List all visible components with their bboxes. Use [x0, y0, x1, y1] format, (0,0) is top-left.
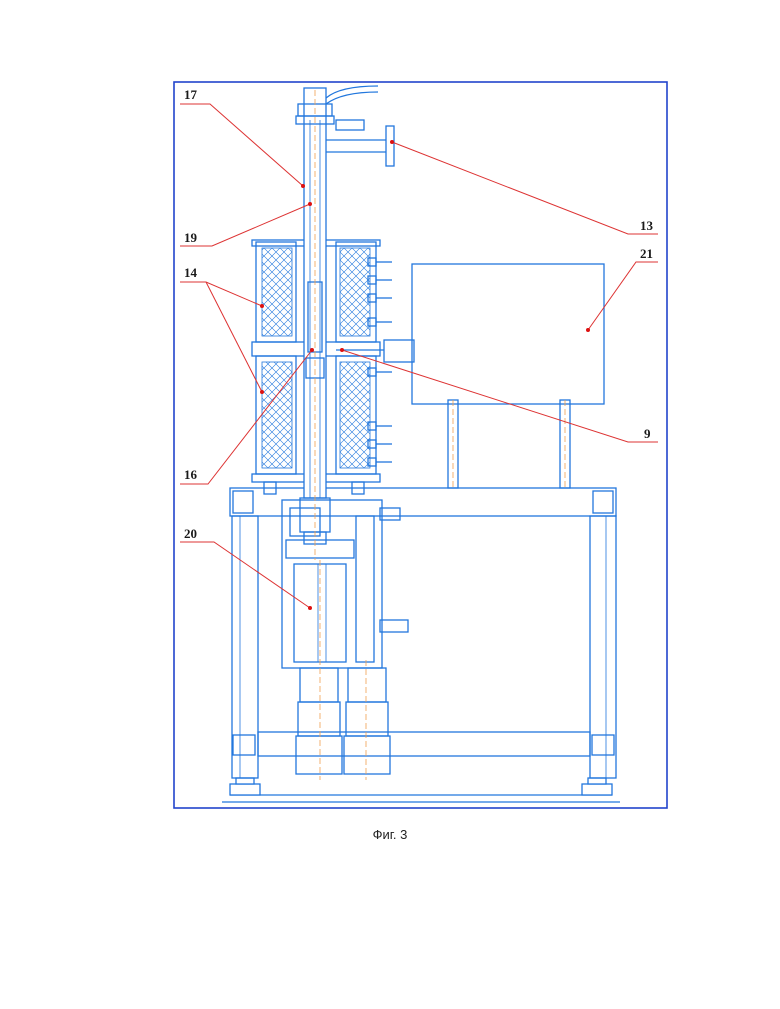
label-16: 16 — [184, 467, 198, 482]
base — [222, 778, 620, 802]
label-21: 21 — [640, 246, 653, 261]
support-frame — [230, 488, 616, 778]
figure-caption: Фиг. 3 — [0, 827, 780, 842]
label-9: 9 — [644, 426, 651, 441]
drawing-frame — [174, 82, 667, 808]
label-13: 13 — [640, 218, 654, 233]
actuator-20 — [282, 500, 408, 780]
label-20: 20 — [184, 526, 197, 541]
label-19: 19 — [184, 230, 198, 245]
label-17: 17 — [184, 87, 198, 102]
label-14: 14 — [184, 265, 198, 280]
